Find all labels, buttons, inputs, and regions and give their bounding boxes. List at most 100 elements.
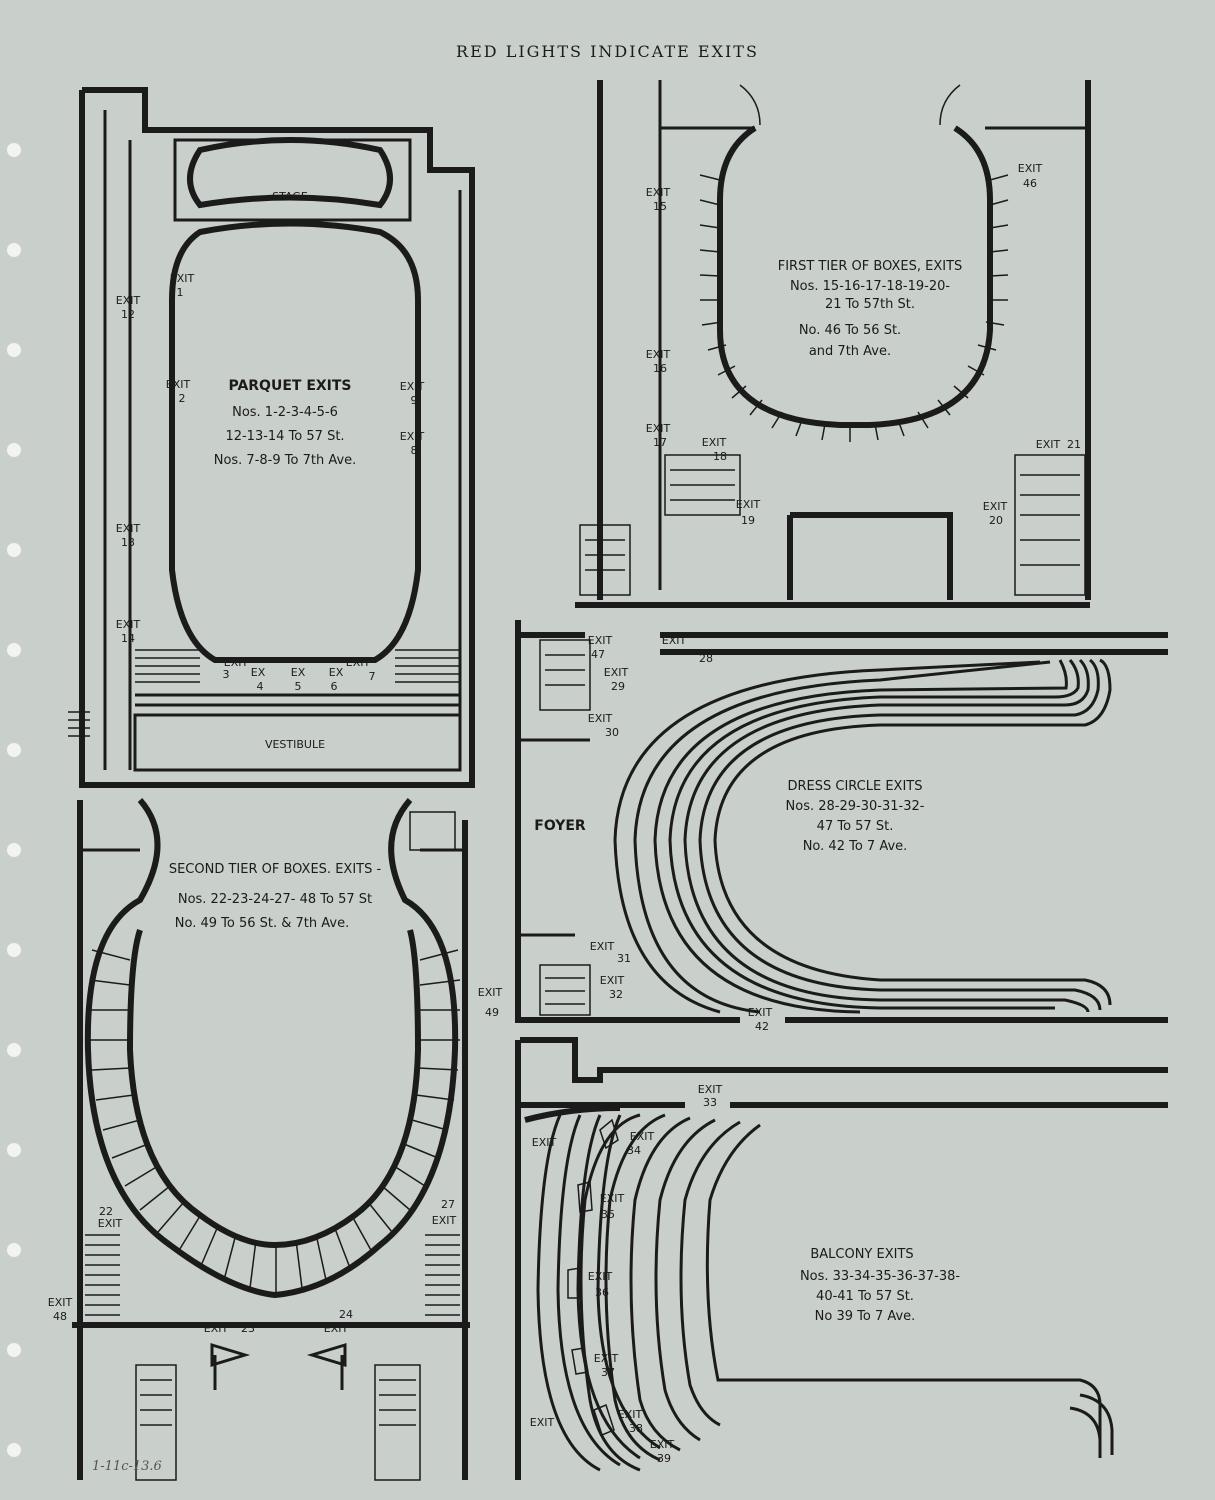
svg-text:12: 12	[121, 308, 135, 321]
svg-text:EXIT: EXIT	[588, 712, 613, 725]
svg-text:30: 30	[605, 726, 619, 739]
svg-text:31: 31	[617, 952, 631, 965]
svg-text:1: 1	[177, 286, 184, 299]
balcony-exit-lower-left: EXIT	[530, 1416, 555, 1429]
parquet-plan	[68, 87, 475, 788]
svg-text:EXIT: EXIT	[116, 294, 141, 307]
svg-text:48: 48	[53, 1310, 67, 1323]
svg-text:15: 15	[653, 200, 667, 213]
svg-text:35: 35	[601, 1208, 615, 1221]
dress-circle-line-1: Nos. 28-29-30-31-32-	[786, 799, 925, 814]
svg-text:39: 39	[657, 1452, 671, 1465]
svg-text:38: 38	[629, 1422, 643, 1435]
svg-text:EXIT: EXIT	[478, 986, 503, 999]
second-tier-line-1: Nos. 22-23-24-27- 48 To 57 St	[178, 892, 372, 907]
balcony-plan	[515, 1037, 1168, 1480]
second-tier-plan	[72, 798, 470, 1481]
svg-text:23: 23	[241, 1322, 255, 1335]
svg-text:33: 33	[703, 1096, 717, 1109]
first-tier-line-2: 21 To 57th St.	[825, 297, 915, 312]
svg-text:EXIT: EXIT	[98, 1217, 123, 1230]
svg-text:EXIT: EXIT	[400, 380, 425, 393]
balcony-line-1: Nos. 33-34-35-36-37-38-	[800, 1269, 960, 1284]
first-tier-exit-19: EXIT 19	[736, 498, 761, 527]
svg-text:EXIT: EXIT	[748, 1006, 773, 1019]
svg-text:28: 28	[699, 652, 713, 665]
svg-text:24: 24	[339, 1308, 353, 1321]
svg-text:4: 4	[257, 680, 264, 693]
svg-text:22: 22	[99, 1205, 113, 1218]
svg-text:EXIT: EXIT	[646, 348, 671, 361]
svg-text:EX: EX	[329, 666, 344, 679]
svg-text:34: 34	[627, 1144, 641, 1157]
svg-text:EXIT: EXIT	[432, 1214, 457, 1227]
svg-text:EXIT: EXIT	[204, 1322, 229, 1335]
second-tier-line-2: No. 49 To 56 St. & 7th Ave.	[175, 916, 349, 931]
svg-text:21: 21	[1067, 438, 1081, 451]
svg-text:EXIT: EXIT	[698, 1083, 723, 1096]
svg-text:18: 18	[713, 450, 727, 463]
parquet-line-2: 12-13-14 To 57 St.	[225, 429, 344, 444]
handwritten-note: 1-11c-13.6	[92, 1459, 162, 1474]
svg-text:EXIT: EXIT	[166, 378, 191, 391]
balcony-line-2: 40-41 To 57 St.	[816, 1289, 914, 1304]
svg-text:EXIT: EXIT	[594, 1352, 619, 1365]
svg-text:EXIT: EXIT	[646, 422, 671, 435]
second-tier-heading: SECOND TIER OF BOXES. EXITS -	[169, 862, 382, 877]
svg-text:EXIT: EXIT	[600, 1192, 625, 1205]
svg-text:29: 29	[611, 680, 625, 693]
svg-text:EXIT: EXIT	[324, 1322, 349, 1335]
dress-circle-plan	[515, 620, 1168, 1023]
svg-text:42: 42	[755, 1020, 769, 1033]
svg-text:EXIT: EXIT	[983, 500, 1008, 513]
second-tier-exit-23: EXIT 23	[204, 1322, 255, 1335]
svg-text:6: 6	[331, 680, 338, 693]
balcony-heading: BALCONY EXITS	[810, 1247, 913, 1262]
svg-text:EXIT: EXIT	[662, 634, 687, 647]
dress-circle-heading: DRESS CIRCLE EXITS	[787, 779, 922, 794]
first-tier-line-3: No. 46 To 56 St.	[799, 323, 901, 338]
svg-text:EXIT: EXIT	[400, 430, 425, 443]
dress-circle-line-3: No. 42 To 7 Ave.	[803, 839, 908, 854]
page-title: RED LIGHTS INDICATE EXITS	[456, 42, 759, 61]
svg-text:EXIT: EXIT	[590, 940, 615, 953]
dress-circle-line-2: 47 To 57 St.	[817, 819, 894, 834]
svg-text:EXIT: EXIT	[116, 618, 141, 631]
first-tier-line-4: and 7th Ave.	[809, 344, 891, 359]
svg-text:9: 9	[411, 394, 418, 407]
svg-text:8: 8	[411, 444, 418, 457]
parquet-line-3: Nos. 7-8-9 To 7th Ave.	[214, 453, 357, 468]
svg-text:49: 49	[485, 1006, 499, 1019]
svg-text:19: 19	[741, 514, 755, 527]
svg-text:EXIT: EXIT	[618, 1408, 643, 1421]
svg-text:EXIT: EXIT	[530, 1416, 555, 1429]
parquet-heading: PARQUET EXITS	[228, 378, 351, 394]
vestibule-label: VESTIBULE	[265, 738, 325, 751]
balcony-exit-upper-left: EXIT	[532, 1136, 557, 1149]
svg-text:EXIT: EXIT	[116, 522, 141, 535]
svg-text:EXIT: EXIT	[48, 1296, 73, 1309]
svg-text:16: 16	[653, 362, 667, 375]
svg-text:EXIT: EXIT	[736, 498, 761, 511]
parquet-exit-5: EX5	[291, 666, 306, 693]
svg-text:EXIT: EXIT	[604, 666, 629, 679]
